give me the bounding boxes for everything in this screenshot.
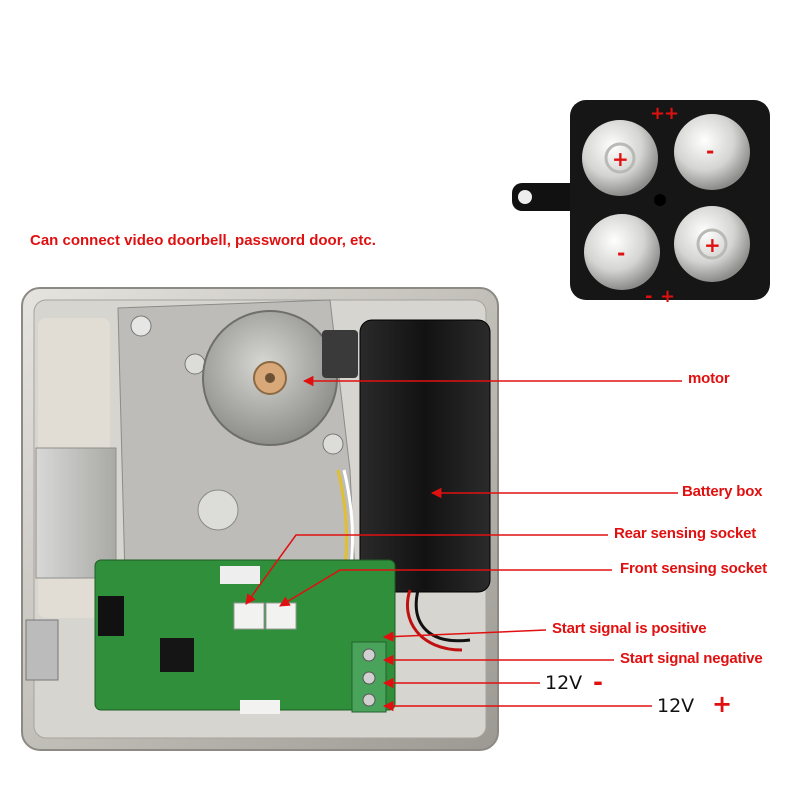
label-start-signal-negative: Start signal negative [620,650,763,667]
battery-box [359,319,491,593]
label-battery-box: Battery box [682,483,763,500]
battery-plus-mark-bottom: + [660,286,675,307]
sign-12v-negative: - [593,668,603,696]
arrow-rear-sensing-socket [245,534,608,605]
battery-minus-mark-cell-3: - [617,241,625,265]
battery-cell-top-left [582,120,658,196]
sign-12v-positive: + [712,690,733,718]
annotation-arrows [245,375,682,712]
label-rear-sensing-socket: Rear sensing socket [614,525,757,542]
label-front-sensing-socket: Front sensing socket [620,560,767,577]
label-start-signal-positive: Start signal is positive [552,620,707,637]
arrow-start-signal-positive [382,629,547,642]
battery-minus-mark-bottom: - [645,286,652,307]
battery-holder-inset: + + + - - + - + [512,100,770,307]
label-motor: motor [688,370,730,387]
battery-minus-mark-cell-2: - [706,139,714,163]
battery-cell-bottom-left [584,214,660,290]
label-12v-positive: 12V [657,695,695,717]
battery-plus-mark-top: + [650,103,665,124]
battery-cell-top-right [674,114,750,190]
battery-plus-mark-cell-1: + [612,147,629,171]
caption: Can connect video doorbell, password doo… [30,232,376,249]
arrow-front-sensing-socket [279,569,612,607]
label-12v-negative: 12V [545,672,583,694]
battery-plus-mark-top-2: + [664,103,679,124]
lock-housing [21,287,499,751]
battery-cell-bottom-right [674,206,750,282]
battery-plus-mark-cell-4: + [704,233,721,257]
